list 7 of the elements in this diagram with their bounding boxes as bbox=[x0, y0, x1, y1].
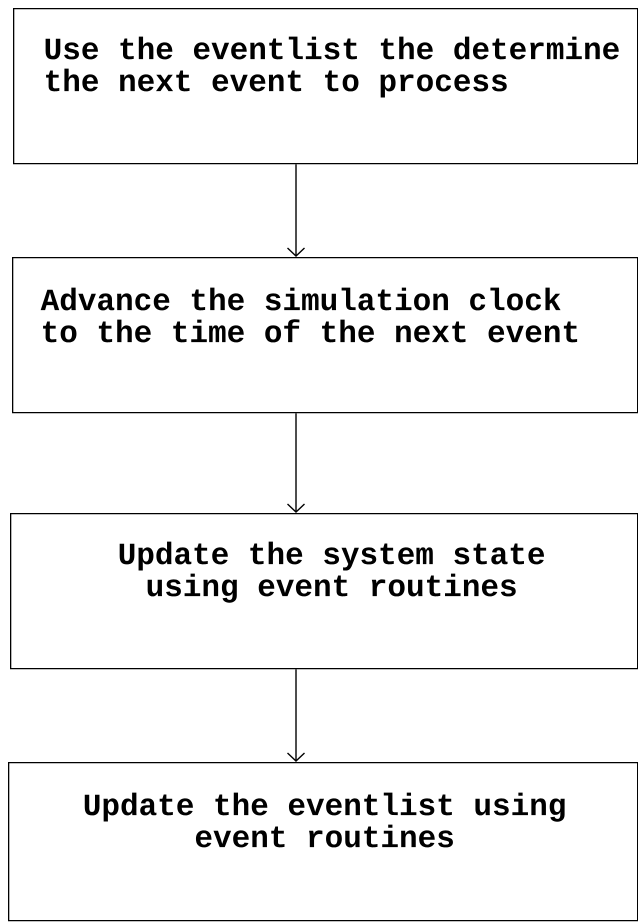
process-box: Update the system state using event routines bbox=[10, 513, 638, 670]
arrow bbox=[287, 164, 305, 257]
process-box: Advance the simulation clock to the time of the next event bbox=[12, 257, 638, 414]
process-box: Update the eventlist using event routines bbox=[8, 762, 638, 922]
arrow bbox=[287, 413, 305, 513]
arrow bbox=[287, 669, 305, 762]
process-box: Use the eventlist the determine the next event to process bbox=[13, 8, 638, 164]
